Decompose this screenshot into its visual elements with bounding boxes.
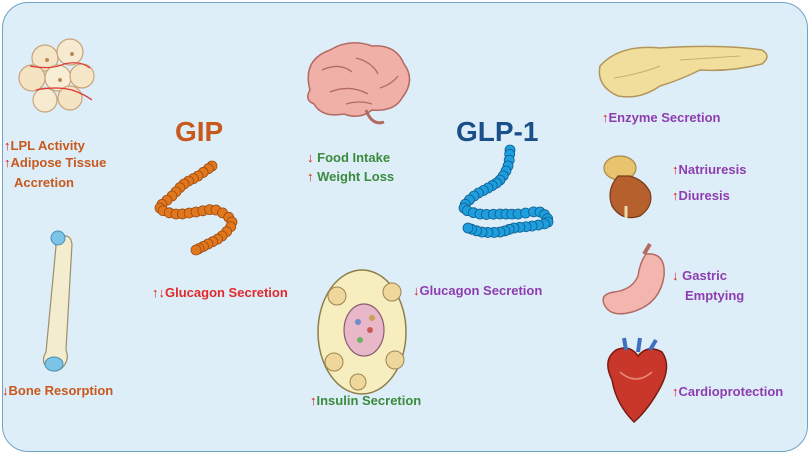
heart-icon <box>607 337 668 424</box>
up-arrow-icon: ↑ <box>310 393 317 408</box>
stomach-icon <box>602 242 665 315</box>
glp1-peptide-chain-icon <box>458 144 554 238</box>
glp1-glucagon-effect: ↓Glucagon Secretion <box>413 283 543 298</box>
natriuresis-effect: ↑Natriuresis <box>672 162 747 177</box>
down-arrow-icon: ↓ <box>413 283 420 298</box>
up-arrow-icon: ↑ <box>4 155 11 170</box>
peptide-bead <box>462 222 474 234</box>
gastric-emptying-effect-line2: Emptying <box>685 288 745 303</box>
up-down-arrow-icon: ↑↓ <box>152 285 165 300</box>
up-arrow-icon: ↑ <box>672 188 679 203</box>
up-arrow-icon: ↑ <box>672 162 679 177</box>
up-arrow-icon: ↑ <box>672 384 679 399</box>
peptide-bead <box>190 244 202 256</box>
down-arrow-icon: ↓ <box>307 150 314 165</box>
bone-icon <box>42 230 73 372</box>
bone-resorption-effect: ↓Bone Resorption <box>2 383 114 398</box>
up-arrow-icon: ↑ <box>307 169 314 184</box>
pancreas-icon <box>598 45 768 98</box>
pancreatic-islet-icon <box>317 269 407 395</box>
up-arrow-icon: ↑ <box>602 110 609 125</box>
gip-glucagon-effect: ↑↓Glucagon Secretion <box>152 285 288 300</box>
weight-loss-effect: ↑ Weight Loss <box>307 169 395 184</box>
gastric-emptying-effect: ↓ Gastric <box>672 268 727 283</box>
lpl-activity-effect: ↑LPL Activity <box>4 138 85 153</box>
adipose-tissue-effect: ↑Adipose Tissue <box>4 155 107 170</box>
down-arrow-icon: ↓ <box>2 383 9 398</box>
adipocyte-cluster-icon <box>18 38 95 113</box>
gip-title: GIP <box>175 116 224 147</box>
enzyme-secretion-effect: ↑Enzyme Secretion <box>602 110 721 125</box>
gip-peptide-chain-icon <box>154 160 238 256</box>
up-arrow-icon: ↑ <box>4 138 11 153</box>
glp1-title: GLP-1 <box>456 116 539 147</box>
down-arrow-icon: ↓ <box>672 268 679 283</box>
kidney-icon <box>603 155 652 219</box>
brain-icon <box>307 42 411 125</box>
food-intake-effect: ↓ Food Intake <box>307 150 391 165</box>
adipose-tissue-effect-line2: Accretion <box>14 175 74 190</box>
insulin-secretion-effect: ↑Insulin Secretion <box>310 393 422 408</box>
cardioprotection-effect: ↑Cardioprotection <box>672 384 784 399</box>
diuresis-effect: ↑Diuresis <box>672 188 730 203</box>
